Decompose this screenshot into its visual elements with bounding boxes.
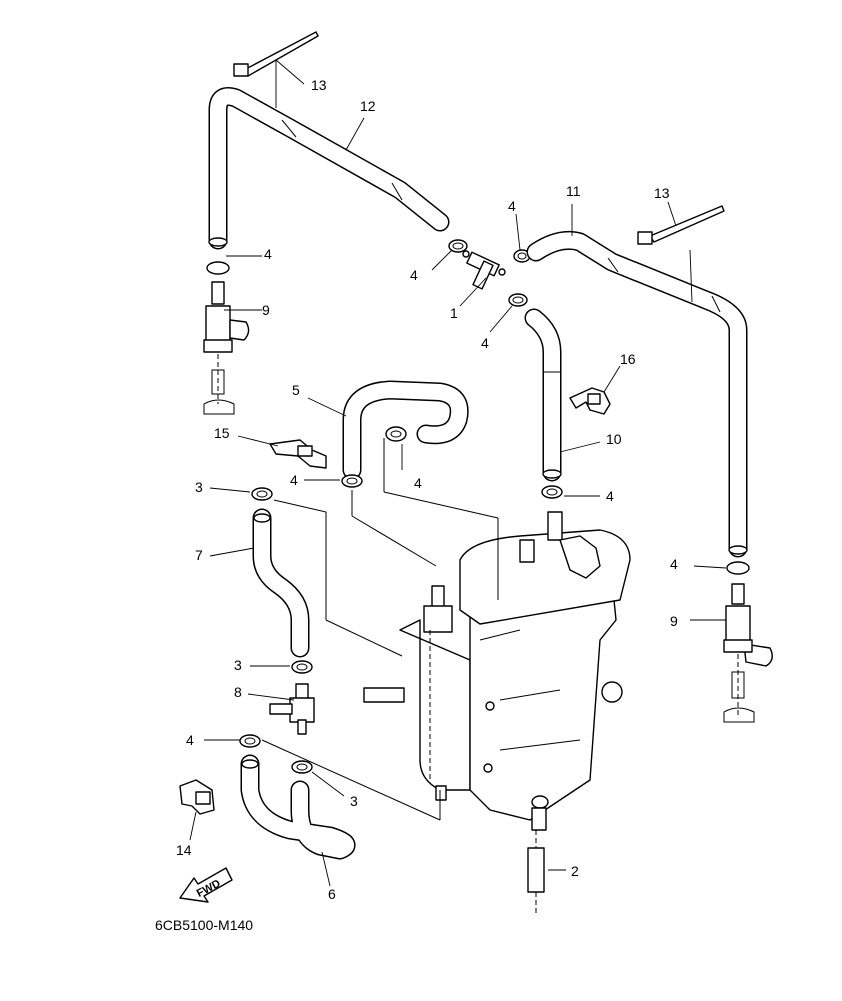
callout-13-right: 13 [654,185,670,201]
joint-8 [269,683,315,735]
fuel-connector-9-left [203,261,250,415]
callout-6: 6 [328,886,336,902]
callout-4-hose5-left: 4 [290,472,298,488]
callout-1: 1 [450,305,458,321]
cable-tie-13-left [233,31,319,77]
hose-11 [526,230,748,558]
diagram-code: 6CB5100-M140 [155,917,253,933]
clip-3-mid [291,660,313,674]
clip-4-hose5-top [385,426,407,442]
callout-16: 16 [620,351,636,367]
clip-4-hose10-bottom [541,485,563,499]
callout-4-joint-left: 4 [410,267,418,283]
hose-10 [524,308,562,482]
fuel-connector-9-right [723,561,773,723]
callout-9-left: 9 [262,302,270,318]
callout-4-joint-bottom: 4 [481,335,489,351]
callout-14: 14 [176,842,192,858]
clip-4-joint-bottom [508,293,528,307]
cable-tie-13-right [637,205,725,245]
hose-5 [342,380,469,480]
clip-3-top [251,487,273,501]
callout-4-left-top: 4 [264,246,272,262]
callout-7: 7 [195,547,203,563]
callout-2: 2 [571,863,579,879]
callout-4-hose5-mid: 4 [414,475,422,491]
clip-3-bottom [291,760,313,774]
callout-3-top: 3 [195,479,203,495]
callout-4-joint-top: 4 [508,198,516,214]
vapor-separator-assembly [363,511,631,831]
hose-6 [240,754,356,860]
hose-7 [252,508,310,658]
callout-3-bottom: 3 [350,793,358,809]
leader-lines [189,59,727,887]
callout-15: 15 [214,425,230,441]
callout-8: 8 [234,684,242,700]
hose-12 [208,87,450,250]
callout-numbers: 13 12 4 9 4 1 4 4 11 13 16 10 5 15 4 4 4… [176,77,678,902]
callout-10: 10 [606,431,622,447]
callout-5: 5 [292,382,300,398]
callout-4-right: 4 [670,556,678,572]
clip-4-hose5-bottom [341,474,363,488]
fwd-label: FWD [195,877,223,899]
callout-11: 11 [566,183,581,199]
holder-15 [269,439,327,469]
clip-4-joint-left [448,239,468,253]
callout-3-mid: 3 [234,657,242,673]
part-2-hose-piece [527,830,545,916]
callout-13-left: 13 [311,77,327,93]
fwd-direction-arrow: FWD [179,867,233,903]
callout-4-hose10: 4 [606,488,614,504]
callout-12: 12 [360,98,376,114]
assembly-guide-lines [261,438,499,821]
clip-4-lower-left [239,734,261,748]
holder-14 [179,779,215,815]
callout-4-lower-left: 4 [186,732,194,748]
holder-16 [569,387,611,415]
callout-9-right: 9 [670,613,678,629]
joint-1 [462,250,506,290]
